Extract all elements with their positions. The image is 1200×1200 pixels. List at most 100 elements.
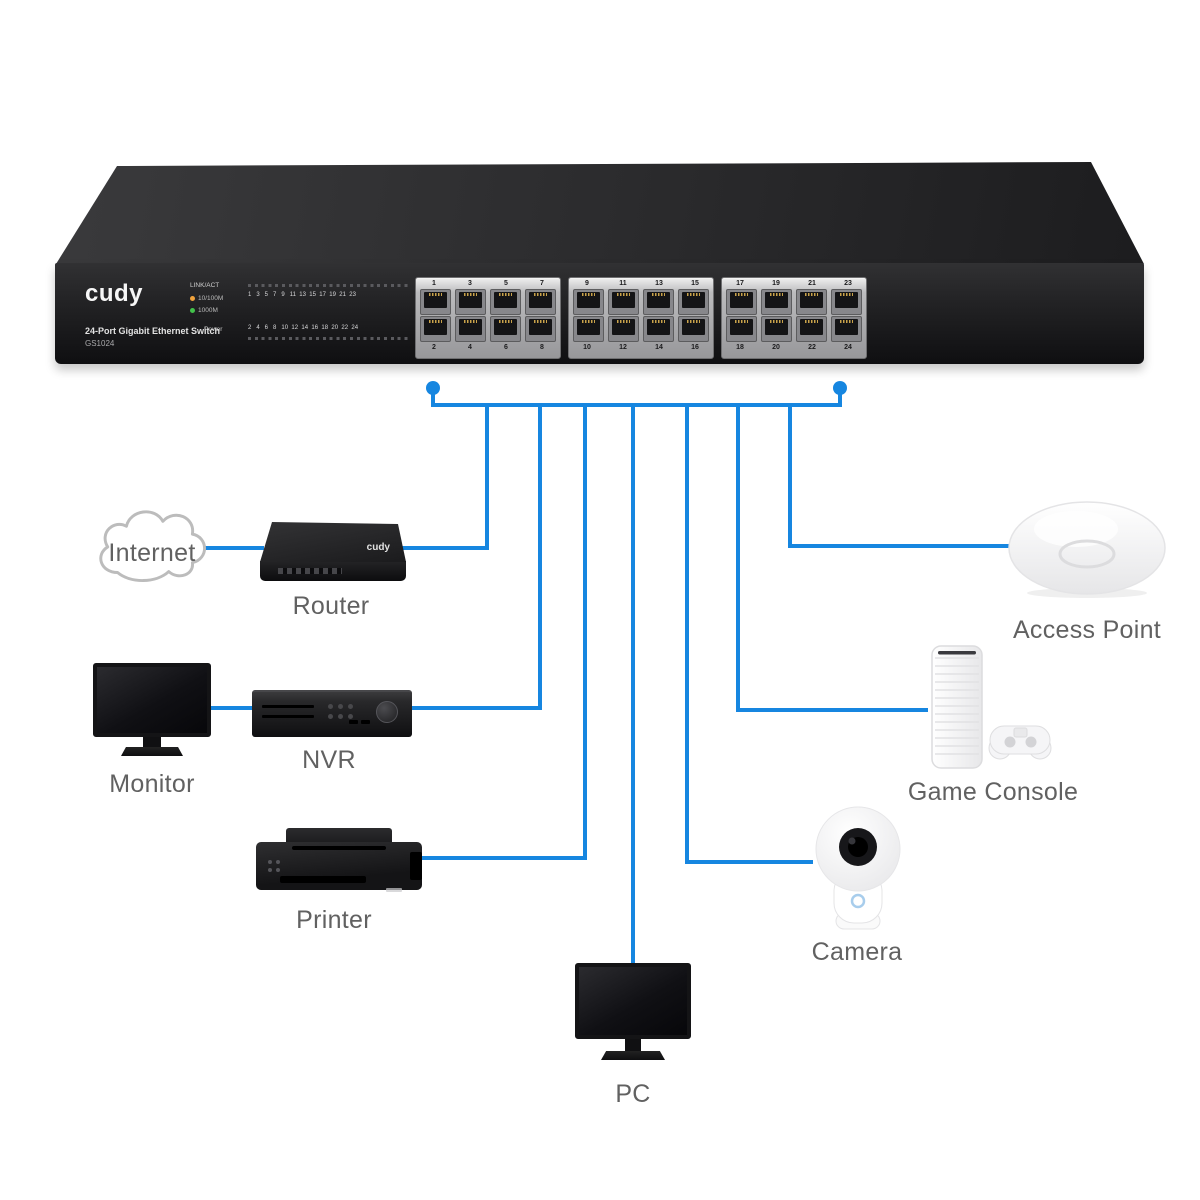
rj45-port	[678, 316, 709, 342]
camera-icon	[815, 806, 901, 930]
switch-product-name: 24-Port Gigabit Ethernet Switch	[85, 326, 221, 336]
cable-to-camera-h	[685, 860, 813, 864]
cable-to-pc-v	[631, 403, 635, 965]
access-point-label: Access Point	[1012, 616, 1162, 644]
port-number: 17	[736, 279, 744, 287]
rj45-port	[831, 289, 862, 315]
port-number: 5	[504, 279, 508, 287]
rj45-port	[525, 289, 556, 315]
pc-base	[601, 1051, 665, 1060]
rj45-port	[490, 289, 521, 315]
router-device: cudy	[260, 522, 406, 584]
nvr-label: NVR	[302, 746, 356, 774]
led-10-100m-legend: 10/100M	[190, 295, 223, 302]
port-number: 6	[504, 343, 508, 351]
orange-led-icon	[190, 295, 195, 301]
cable-to-nvr-h	[408, 706, 542, 710]
router-label: Router	[292, 592, 370, 620]
ethernet-switch: cudy 24-Port Gigabit Ethernet Switch GS1…	[55, 160, 1145, 375]
port-number: 4	[468, 343, 472, 351]
port-number: 7	[540, 279, 544, 287]
monitor-device	[93, 663, 211, 759]
led-power-label: Power	[204, 326, 223, 333]
router-top-face	[260, 522, 406, 562]
pc-label: PC	[615, 1080, 651, 1108]
cable-to-console-v	[736, 403, 740, 712]
printer-rear-tray	[286, 828, 392, 846]
printer-logo	[386, 888, 402, 892]
nvr-vent-slot	[262, 715, 314, 718]
rj45-port	[643, 289, 674, 315]
cable-to-camera-v	[685, 403, 689, 864]
led-odd-numbers: 1 3 5 7 9 11 13 15 17 19 21 23	[248, 292, 356, 298]
router-brand-logo: cudy	[366, 542, 390, 553]
monitor-neck	[143, 737, 161, 747]
port-number: 18	[736, 343, 744, 351]
rj45-port	[726, 316, 757, 342]
port-number: 10	[583, 343, 591, 351]
rj45-port	[573, 289, 604, 315]
nvr-vent-slot	[262, 705, 314, 708]
printer-top-slot	[292, 846, 386, 850]
cable-monitor-nvr	[208, 706, 256, 710]
nvr-button	[338, 714, 343, 719]
rj45-port	[490, 316, 521, 342]
led-dot-row-bottom	[248, 337, 410, 340]
port-number: 15	[691, 279, 699, 287]
cable-to-nvr-v	[538, 403, 542, 710]
green-led-icon	[190, 307, 195, 313]
cable-bus	[431, 403, 842, 407]
cable-internet-router	[202, 546, 264, 550]
access-point-icon	[1008, 501, 1166, 598]
rj45-port	[761, 289, 792, 315]
cable-to-router-v	[485, 403, 489, 550]
port-number: 20	[772, 343, 780, 351]
rj45-port	[608, 316, 639, 342]
cable-drop-right	[838, 390, 842, 406]
cable-to-ap-h	[788, 544, 1012, 548]
port-number: 13	[655, 279, 663, 287]
port-number: 19	[772, 279, 780, 287]
printer-side-tray	[410, 852, 422, 880]
port-number: 16	[691, 343, 699, 351]
cable-to-console-h	[736, 708, 928, 712]
led-linkact-label: LINK/ACT	[190, 282, 220, 289]
game-console-label: Game Console	[907, 778, 1079, 806]
led-1000m-legend: 1000M	[190, 307, 218, 314]
nvr-button	[348, 714, 353, 719]
cloud-icon	[99, 510, 207, 583]
rj45-port	[796, 289, 827, 315]
nvr-usb-port	[361, 720, 370, 724]
printer-device	[256, 828, 422, 902]
port-row	[416, 288, 560, 315]
cable-to-printer-h	[418, 856, 587, 860]
printer-button	[276, 860, 280, 864]
led-panel: LINK/ACT 10/100M 1000M Power 1 3 5 7 9 1…	[190, 282, 410, 342]
router-ports	[278, 568, 342, 574]
cable-to-printer-v	[583, 403, 587, 860]
nvr-button	[348, 704, 353, 709]
port-numbers-top: 17 19 21 23	[722, 278, 866, 288]
port-number: 9	[585, 279, 589, 287]
rj45-port	[455, 289, 486, 315]
port-number: 12	[619, 343, 627, 351]
led-dot-row-top	[248, 284, 410, 287]
nvr-usb-port	[349, 720, 358, 724]
nvr-button	[328, 714, 333, 719]
printer-button	[268, 860, 272, 864]
port-number: 21	[808, 279, 816, 287]
port-number: 23	[844, 279, 852, 287]
printer-output-slot	[280, 876, 366, 883]
internet-cloud: Internet	[88, 495, 216, 591]
cable-connector-dot-left	[426, 381, 440, 395]
game-console-device	[922, 642, 1067, 778]
rj45-port	[608, 289, 639, 315]
port-number: 24	[844, 343, 852, 351]
